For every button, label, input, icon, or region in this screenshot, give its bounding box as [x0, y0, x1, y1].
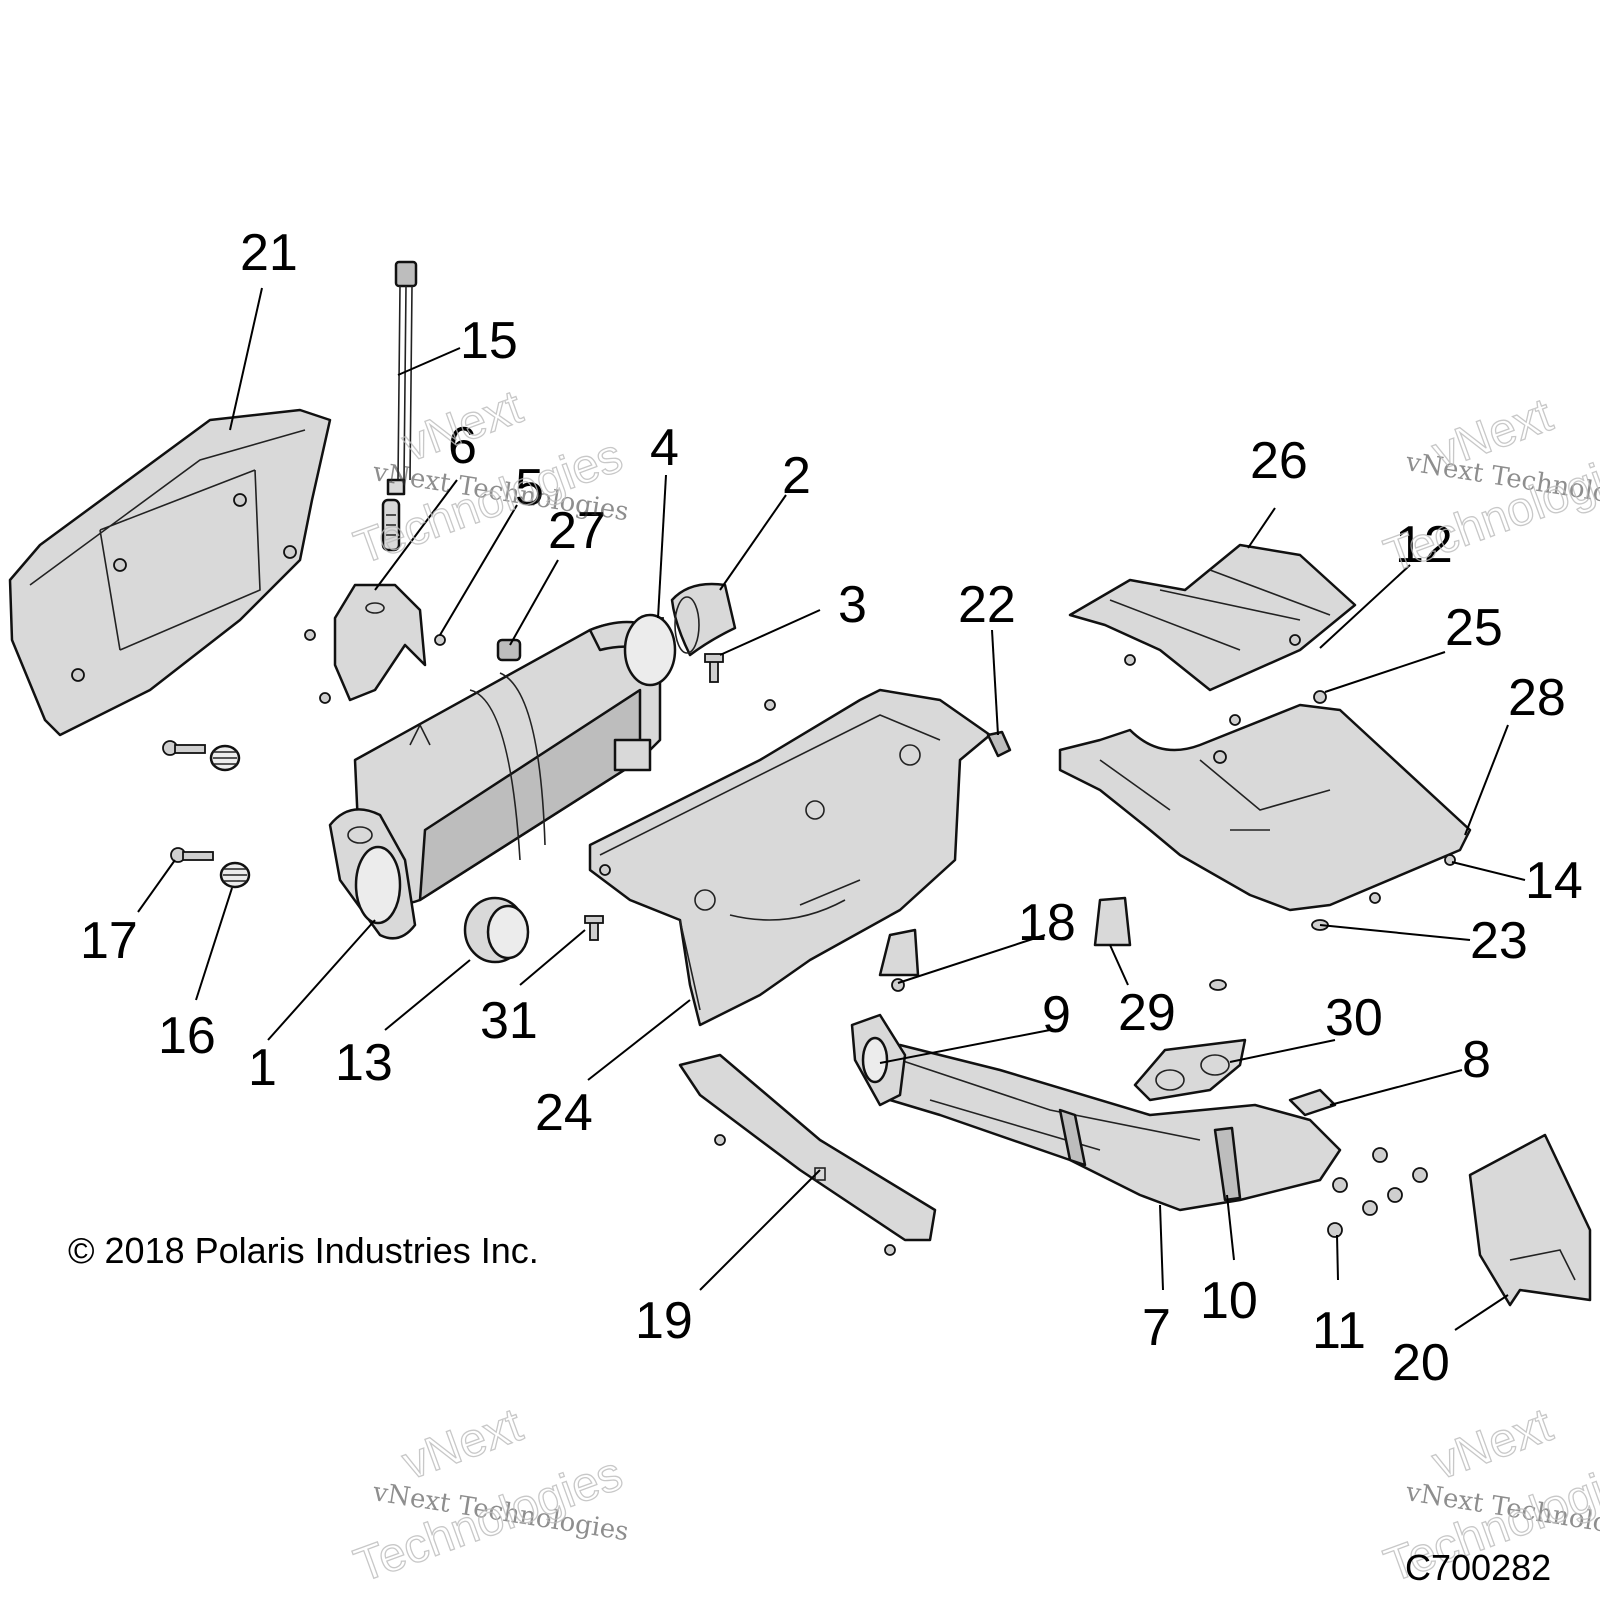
callout-6: 6 — [448, 417, 477, 475]
part-17-bolt-lower — [170, 847, 214, 863]
watermark-bottom-left: vNext Technologies vNext Technologies — [347, 1398, 631, 1594]
watermark-top-right: vNext Technologies vNext Technologies — [1377, 388, 1600, 584]
callout-28: 28 — [1508, 669, 1566, 727]
watermark-top: vNext — [1426, 1399, 1559, 1491]
part-11-bolts — [1327, 1147, 1428, 1238]
callout-10: 10 — [1200, 1272, 1258, 1330]
callout-numbers: 21 15 6 5 27 4 2 3 22 26 12 25 28 14 23 … — [80, 224, 1583, 1392]
callout-11: 11 — [1312, 1302, 1366, 1360]
callout-17: 17 — [80, 912, 138, 970]
part-24-heat-shield — [588, 688, 992, 1027]
part-30-manifold-gasket — [1133, 979, 1247, 1102]
part-21-heat-shield — [8, 408, 332, 737]
callout-27: 27 — [548, 502, 606, 560]
diagram-id: C700282 — [1405, 1547, 1551, 1588]
part-20-plate — [1468, 1133, 1592, 1307]
callout-1: 1 — [248, 1039, 277, 1097]
copyright-notice: © 2018 Polaris Industries Inc. — [68, 1230, 539, 1271]
callout-9: 9 — [1042, 986, 1071, 1044]
part-5-bolt — [434, 634, 446, 646]
callout-5: 5 — [515, 459, 544, 517]
part-28-heat-shield — [1058, 703, 1472, 912]
part-14-bolt-2 — [1369, 892, 1381, 904]
callout-2: 2 — [782, 447, 811, 505]
part-22-clip — [986, 730, 1012, 758]
callout-31: 31 — [480, 992, 538, 1050]
part-2-end-cap — [670, 582, 737, 657]
callout-20: 20 — [1392, 1334, 1450, 1392]
callout-14: 14 — [1525, 852, 1583, 910]
part-25-bolt — [1313, 690, 1327, 704]
part-26-heat-shield — [1068, 543, 1357, 692]
part-13-gasket-ring — [463, 896, 530, 964]
callout-25: 25 — [1445, 599, 1503, 657]
part-16-spring-lower — [219, 861, 251, 889]
part-18-bracket — [878, 928, 920, 992]
callout-24: 24 — [535, 1084, 593, 1142]
part-1-inlet-flange — [328, 808, 417, 940]
callout-15: 15 — [460, 312, 518, 370]
part-14-bolt — [1444, 854, 1456, 866]
callout-23: 23 — [1470, 912, 1528, 970]
callout-8: 8 — [1462, 1031, 1491, 1089]
part-15-o2-sensor — [381, 260, 418, 552]
callout-3: 3 — [838, 576, 867, 634]
callout-29: 29 — [1118, 984, 1176, 1042]
callout-19: 19 — [635, 1292, 693, 1350]
callout-7: 7 — [1142, 1299, 1171, 1357]
callout-21: 21 — [240, 224, 298, 282]
callout-4: 4 — [650, 419, 679, 477]
part-31-bolt — [584, 915, 604, 941]
part-27-bung — [496, 638, 522, 662]
part-3-bolt — [704, 653, 724, 683]
callout-30: 30 — [1325, 989, 1383, 1047]
part-6-sensor-shield — [304, 583, 427, 704]
callout-18: 18 — [1018, 894, 1076, 952]
part-17-bolt-upper — [162, 740, 206, 756]
callout-26: 26 — [1250, 432, 1308, 490]
part-exhaust-pipe — [850, 1013, 1342, 1212]
watermark-top: vNext — [396, 1399, 529, 1491]
callout-16: 16 — [158, 1007, 216, 1065]
part-16-spring-upper — [209, 744, 241, 772]
callout-22: 22 — [958, 576, 1016, 634]
part-29-bracket — [1093, 896, 1132, 947]
callout-13: 13 — [335, 1034, 393, 1092]
callout-12: 12 — [1395, 516, 1453, 574]
leader-lines — [137, 287, 1526, 1331]
